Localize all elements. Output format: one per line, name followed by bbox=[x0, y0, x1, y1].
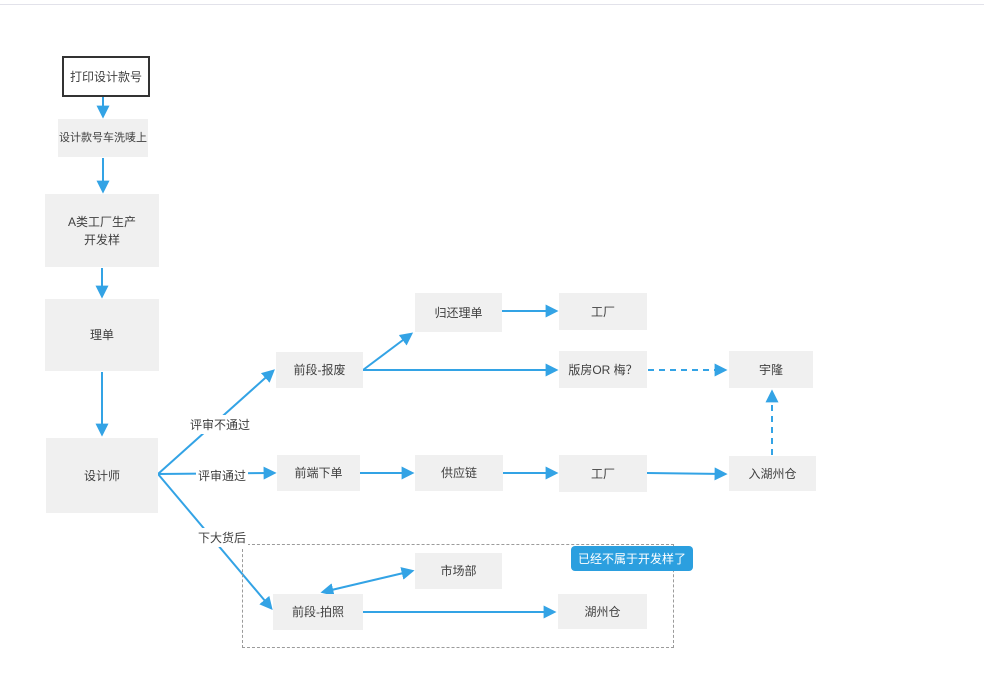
node-yu-long[interactable]: 宇隆 bbox=[729, 351, 813, 388]
edge-factory-to-huzhou bbox=[646, 467, 728, 481]
node-print-design-number[interactable]: 打印设计款号 bbox=[62, 56, 150, 97]
annotation-badge[interactable]: 已经不属于开发样了 bbox=[571, 546, 694, 571]
node-into-huzhou-warehouse[interactable]: 入湖州仓 bbox=[729, 456, 816, 491]
after-bulk-group-frame bbox=[242, 544, 674, 648]
node-factory-a-sample[interactable]: A类工厂生产 开发样 bbox=[45, 194, 159, 267]
node-factory-top[interactable]: 工厂 bbox=[559, 293, 647, 330]
node-supply-chain[interactable]: 供应链 bbox=[415, 455, 503, 491]
node-factory-mid[interactable]: 工厂 bbox=[559, 455, 647, 492]
edge-label-review-fail: 评审不通过 bbox=[188, 415, 253, 434]
node-front-photo[interactable]: 前段-拍照 bbox=[273, 594, 363, 630]
edge-label-after-bulk-order: 下大货后 bbox=[196, 528, 249, 547]
node-huzhou-warehouse[interactable]: 湖州仓 bbox=[558, 594, 647, 629]
edge-label-review-pass: 评审通过 bbox=[196, 466, 249, 485]
node-designer[interactable]: 设计师 bbox=[46, 438, 158, 513]
node-front-order[interactable]: 前端下单 bbox=[277, 455, 360, 491]
page-top-rule bbox=[0, 4, 984, 5]
node-wash-label-number[interactable]: 设计款号车洗唛上 bbox=[58, 119, 148, 157]
node-return-li-dan[interactable]: 归还理单 bbox=[415, 293, 502, 332]
node-front-scrap[interactable]: 前段-报废 bbox=[276, 352, 363, 388]
edge-scrap-to-return-lidan bbox=[362, 332, 414, 371]
node-li-dan[interactable]: 理单 bbox=[45, 299, 159, 371]
node-pattern-room-or-mei[interactable]: 版房OR 梅？ bbox=[559, 351, 647, 388]
edge-photo-market-bidirectional bbox=[320, 567, 415, 596]
node-market-dept[interactable]: 市场部 bbox=[415, 553, 502, 589]
